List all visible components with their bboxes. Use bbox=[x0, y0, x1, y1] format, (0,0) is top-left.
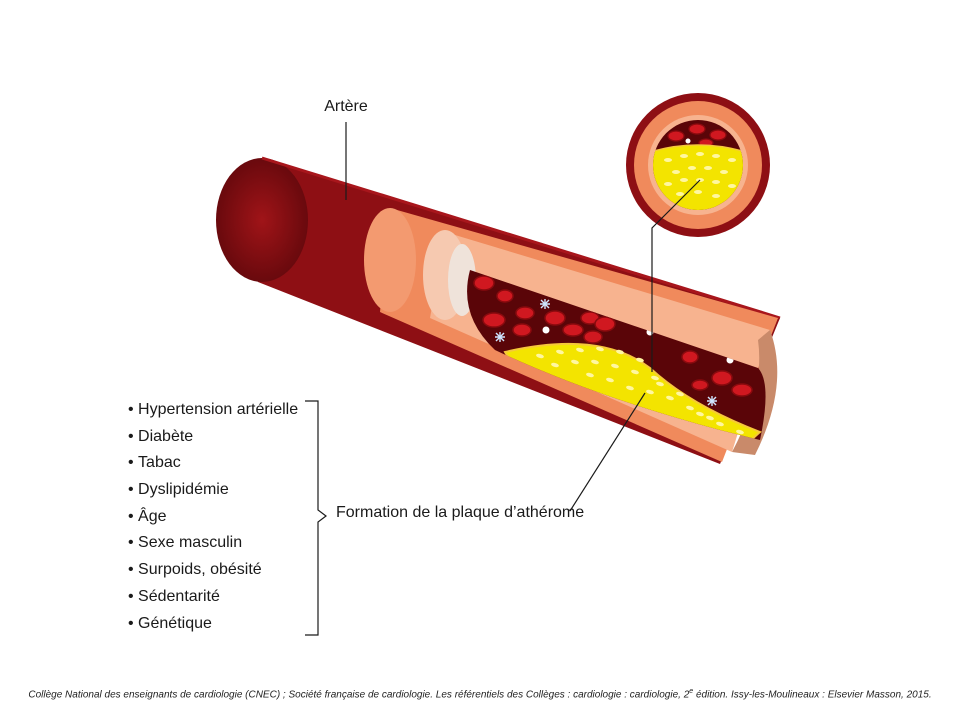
lipid-speck bbox=[688, 166, 696, 170]
red-blood-cell bbox=[482, 312, 506, 328]
red-blood-cell bbox=[681, 350, 699, 364]
cross-section-inset bbox=[626, 93, 770, 237]
lipid-speck bbox=[696, 152, 704, 156]
citation-superscript: e bbox=[689, 688, 694, 695]
risk-factors-brace bbox=[305, 400, 327, 636]
source-citation: Collège National des enseignants de card… bbox=[0, 688, 960, 700]
lipid-speck bbox=[591, 359, 599, 365]
citation-text: Collège National des enseignants de card… bbox=[28, 689, 690, 701]
leader-lines bbox=[345, 122, 701, 512]
red-blood-cell bbox=[544, 310, 566, 326]
risk-factor-item: Génétique bbox=[128, 611, 298, 638]
red-blood-cell bbox=[583, 330, 603, 344]
white-blood-cell bbox=[542, 326, 550, 334]
red-blood-cell bbox=[473, 275, 495, 291]
plaque-leader-line bbox=[569, 392, 646, 512]
lipid-speck bbox=[551, 362, 559, 368]
lipid-speck bbox=[712, 154, 720, 158]
lipid-speck bbox=[646, 389, 654, 395]
lipid-speck bbox=[706, 415, 714, 421]
lipid-speck bbox=[664, 182, 672, 186]
lipid-speck bbox=[606, 377, 614, 383]
lipid-speck bbox=[626, 385, 634, 391]
risk-factor-item: Diabète bbox=[128, 424, 298, 451]
lipid-speck bbox=[712, 194, 720, 198]
risk-factor-item: Sexe masculin bbox=[128, 530, 298, 557]
red-blood-cell bbox=[562, 323, 584, 337]
red-blood-cell bbox=[512, 323, 532, 337]
lipid-speck bbox=[728, 184, 736, 188]
lipid-speck bbox=[736, 429, 744, 435]
white-blood-cell bbox=[685, 138, 691, 144]
lipid-speck bbox=[676, 391, 684, 397]
plaque-lipid-deposits bbox=[536, 346, 744, 435]
artery-label: Artère bbox=[324, 98, 368, 115]
lipid-speck bbox=[596, 346, 604, 352]
lipid-speck bbox=[716, 421, 724, 427]
lipid-speck bbox=[704, 166, 712, 170]
lipid-speck bbox=[571, 359, 579, 365]
lipid-speck bbox=[696, 411, 704, 417]
lipid-speck bbox=[664, 158, 672, 162]
risk-factor-item: Dyslipidémie bbox=[128, 477, 298, 504]
lipid-speck bbox=[680, 154, 688, 158]
lipid-speck bbox=[586, 372, 594, 378]
lipid-speck bbox=[720, 170, 728, 174]
platelet bbox=[540, 299, 550, 309]
lipid-speck bbox=[680, 178, 688, 182]
red-blood-cell bbox=[691, 379, 709, 391]
lipid-speck bbox=[556, 349, 564, 355]
lipid-speck bbox=[656, 381, 664, 387]
artery-end-cap bbox=[216, 158, 308, 282]
red-blood-cell bbox=[711, 370, 733, 386]
red-blood-cell bbox=[709, 129, 727, 141]
lipid-speck bbox=[611, 363, 619, 369]
lipid-speck bbox=[631, 369, 639, 375]
risk-factor-item: Hypertension artérielle bbox=[128, 397, 298, 424]
lipid-speck bbox=[676, 192, 684, 196]
platelets bbox=[495, 299, 717, 406]
lipid-speck bbox=[694, 190, 702, 194]
lipid-speck bbox=[728, 158, 736, 162]
lipid-speck bbox=[536, 353, 544, 359]
risk-factor-item: Surpoids, obésité bbox=[128, 557, 298, 584]
red-blood-cell bbox=[667, 130, 685, 142]
plaque-formation-label: Formation de la plaque d’athérome bbox=[336, 504, 584, 521]
risk-factor-item: Âge bbox=[128, 504, 298, 531]
risk-factor-list: Hypertension artérielle Diabète Tabac Dy… bbox=[128, 397, 298, 637]
lipid-speck bbox=[636, 357, 644, 363]
lipid-speck bbox=[686, 405, 694, 411]
red-blood-cell bbox=[496, 289, 514, 303]
lipid-speck bbox=[576, 347, 584, 353]
lipid-speck bbox=[672, 170, 680, 174]
lipid-speck bbox=[616, 349, 624, 355]
inset-leader-line bbox=[651, 179, 701, 372]
lipid-speck bbox=[712, 180, 720, 184]
citation-text-end: édition. Issy-les-Moulineaux : Elsevier … bbox=[693, 689, 932, 701]
red-blood-cells bbox=[473, 275, 753, 397]
platelet bbox=[495, 332, 505, 342]
platelet bbox=[707, 396, 717, 406]
red-blood-cell bbox=[594, 316, 616, 332]
lipid-speck bbox=[651, 375, 659, 381]
red-blood-cell bbox=[515, 306, 535, 320]
red-blood-cell bbox=[731, 383, 753, 397]
risk-factor-item: Sédentarité bbox=[128, 584, 298, 611]
red-blood-cell bbox=[688, 123, 706, 135]
risk-factor-item: Tabac bbox=[128, 450, 298, 477]
lipid-speck bbox=[666, 395, 674, 401]
